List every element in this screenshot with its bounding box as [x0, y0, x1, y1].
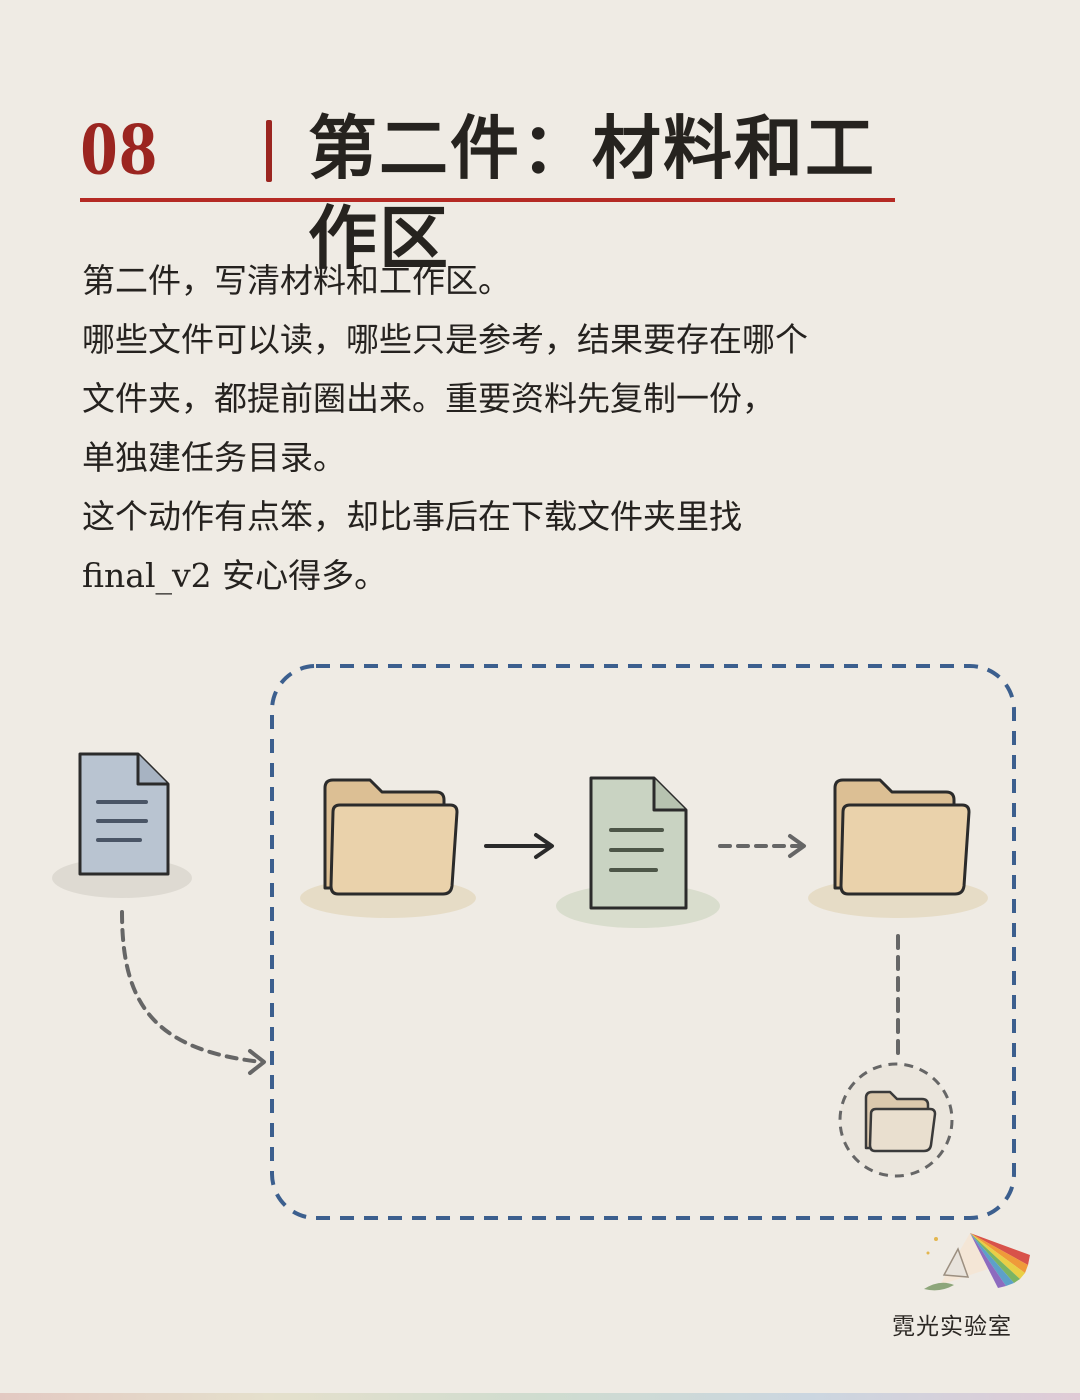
- title-underline: [80, 198, 895, 202]
- section-number: 08: [80, 107, 158, 191]
- brand-logo: [924, 1233, 1030, 1291]
- body-line: 哪些文件可以读，哪些只是参考，结果要存在哪个: [82, 320, 808, 359]
- bottom-strip: [0, 1393, 1080, 1400]
- output-folder-icon: [833, 778, 971, 896]
- materials-folder-icon: [323, 778, 459, 896]
- body-line: 文件夹，都提前圈出来。重要资料先复制一份，: [82, 379, 775, 418]
- workspace-diagram: [52, 664, 1016, 1220]
- brand: 霓光实验室: [880, 1215, 1030, 1345]
- body-line: 单独建任务目录。: [82, 438, 346, 477]
- body-line: final_v2 安心得多。: [82, 556, 388, 595]
- brand-name: 霓光实验室: [892, 1314, 1012, 1340]
- body-line: 第二件，写清材料和工作区。: [82, 261, 511, 300]
- solid-arrow: [484, 833, 554, 859]
- body-text: 第二件，写清材料和工作区。 哪些文件可以读，哪些只是参考，结果要存在哪个 文件夹…: [82, 251, 902, 605]
- dashed-arrow: [718, 834, 806, 858]
- header: 08 第二件：材料和工作区: [80, 104, 895, 279]
- page-title: 第二件：材料和工作区: [308, 108, 876, 279]
- title-divider: [266, 120, 272, 182]
- working-document-icon: [589, 776, 688, 910]
- workspace-boundary: [270, 664, 1016, 1220]
- backup-folder-icon: [838, 1062, 954, 1178]
- curved-dashed-arrow: [120, 910, 266, 1075]
- source-document-icon: [78, 752, 170, 876]
- body-line: 这个动作有点笨，却比事后在下载文件夹里找: [82, 497, 742, 536]
